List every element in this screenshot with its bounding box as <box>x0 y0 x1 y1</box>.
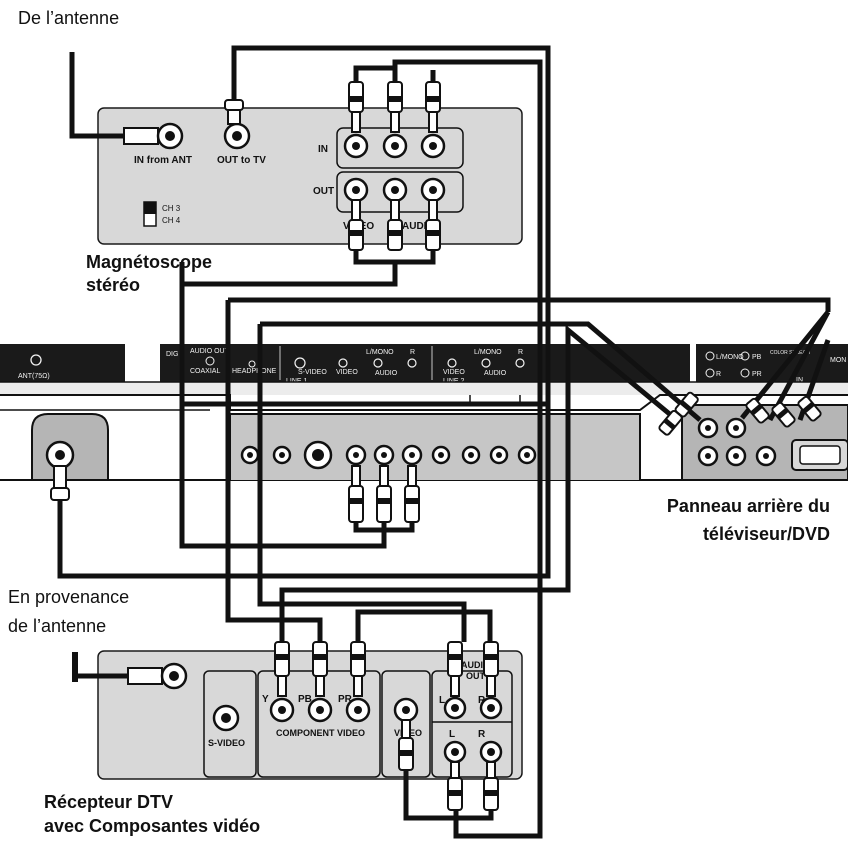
dtv-panel: S-VIDEO Y PB PR COMPONENT VIDEO VIDEO AU… <box>97 650 523 780</box>
dtv-y-label: Y <box>262 694 269 705</box>
tv-caption-line2: téléviseur/DVD <box>703 524 830 544</box>
vcr-out-plugs <box>348 199 441 251</box>
tv-in-label: IN <box>796 377 803 384</box>
dtv-s-video-label: S-VIDEO <box>208 738 245 748</box>
ch3-label: CH 3 <box>162 204 181 213</box>
tv-rf-plug <box>45 440 75 501</box>
r2-label: R <box>518 349 523 356</box>
audio2-label: AUDIO <box>484 370 507 377</box>
dtv-out-label: OUT <box>466 671 486 681</box>
antenna-bottom-caption-line2: de l’antenne <box>8 616 106 636</box>
dtv-pr-cable <box>355 609 493 642</box>
vcr-out-to-tv-av <box>179 262 398 287</box>
headphone-label: HEADPHONE <box>232 368 277 375</box>
dtv-pb-label: PB <box>298 694 312 705</box>
tv-av-bay <box>229 413 641 480</box>
s-video-jack-icon <box>294 357 306 369</box>
vcr-in-video-loop <box>353 65 398 82</box>
vcr-in-from-ant-label: IN from ANT <box>134 155 192 166</box>
component-video-label: COMPONENT VIDEO <box>276 728 365 738</box>
comp-l-jack-icon <box>705 351 715 361</box>
dtv-component-plugs <box>274 641 366 697</box>
coaxial-jack-icon <box>205 356 215 366</box>
dtv-video-loop <box>403 770 494 821</box>
vcr-audio-label: AUDIO <box>402 221 434 232</box>
tv-pr-label: PR <box>752 371 762 378</box>
coaxial-label: COAXIAL <box>190 368 220 375</box>
comp-cable-top <box>228 297 831 312</box>
mon-label: MON <box>830 357 846 364</box>
video1-jack-icon <box>338 358 348 368</box>
tv-rear-panel: ANT(75Ω) DIG AUDIO OUT COAXIAL HEADPHONE… <box>0 344 848 481</box>
r1-jack-icon <box>407 358 417 368</box>
vcr-out-to-tv-label: OUT to TV <box>217 155 266 166</box>
lmono3-label: L/MONO <box>716 354 744 361</box>
dtv-caption-line1: Récepteur DTV <box>44 792 173 812</box>
dtv-pr-label: PR <box>338 694 353 705</box>
lmono1-label: L/MONO <box>366 349 394 356</box>
dtv-caption-line2: avec Composantes vidéo <box>44 816 260 836</box>
tv-av-strip <box>160 344 690 382</box>
ant-jack-icon <box>30 354 42 366</box>
tv-ant-label: ANT(75Ω) <box>18 373 50 380</box>
video1-label: VIDEO <box>336 369 358 376</box>
cables <box>57 45 831 839</box>
tv-front-jacks <box>240 440 537 470</box>
plugs <box>45 81 822 811</box>
vcr-out-loop <box>353 250 436 265</box>
dig-label: DIG <box>166 351 178 358</box>
dtv-r-top-label: R <box>478 695 486 706</box>
r2-jack-icon <box>515 358 525 368</box>
r1-label: R <box>410 349 415 356</box>
video2-jack-icon <box>447 358 457 368</box>
tv-s-video-label: S-VIDEO <box>298 369 327 376</box>
vcr-in-audio-cable <box>392 59 543 839</box>
vcr-caption-line2: stéréo <box>86 275 140 295</box>
antenna-top-caption: De l’antenne <box>18 8 119 28</box>
vcr-antenna-cable <box>69 52 124 139</box>
r3-label: R <box>716 371 721 378</box>
audio1-label: AUDIO <box>375 370 398 377</box>
comp-pb-jack-icon <box>740 351 750 361</box>
dtv-l-top-label: L <box>439 695 445 706</box>
dtv-bottom-plugs <box>398 719 499 811</box>
comp-pr-jack-icon <box>740 368 750 378</box>
video2-label: VIDEO <box>443 369 465 376</box>
lmono2-label: L/MONO <box>474 349 502 356</box>
tv-component-plugs <box>658 391 822 467</box>
comp-r-jack-icon <box>705 368 715 378</box>
dtv-audio-out-plugs <box>447 641 499 697</box>
comp-cable-y <box>260 321 702 422</box>
vcr-in-plugs <box>348 81 441 133</box>
tv-pb-label: PB <box>752 354 762 361</box>
tv-rf-cable <box>57 404 551 579</box>
vcr-in-label: IN <box>318 144 328 155</box>
dtv-audio-label: AUDIO <box>461 660 490 670</box>
color-stream-label: COLOR STREAM <box>770 350 810 356</box>
l1-jack-icon <box>373 358 383 368</box>
tv-caption-line1: Panneau arrière du <box>667 496 830 516</box>
vcr-panel: IN from ANT OUT to TV CH 3 CH 4 IN OUT V… <box>97 107 523 245</box>
dtv-r-bottom-label: R <box>478 729 486 740</box>
l2-jack-icon <box>481 358 491 368</box>
ch4-label: CH 4 <box>162 216 181 225</box>
vcr-out-label: OUT <box>313 186 334 197</box>
audio-out-label: AUDIO OUT <box>190 348 230 355</box>
dtv-l-bottom-label: L <box>449 729 455 740</box>
tv-front-plugs <box>345 444 423 523</box>
antenna-bottom-caption-line1: En provenance <box>8 587 129 607</box>
dtv-y-cable <box>279 324 674 642</box>
dtv-audio-cable <box>257 324 467 642</box>
headphone-jack-icon <box>248 360 256 368</box>
vcr-caption-line1: Magnétoscope <box>86 252 212 272</box>
tv-front-av-cable <box>179 284 387 549</box>
